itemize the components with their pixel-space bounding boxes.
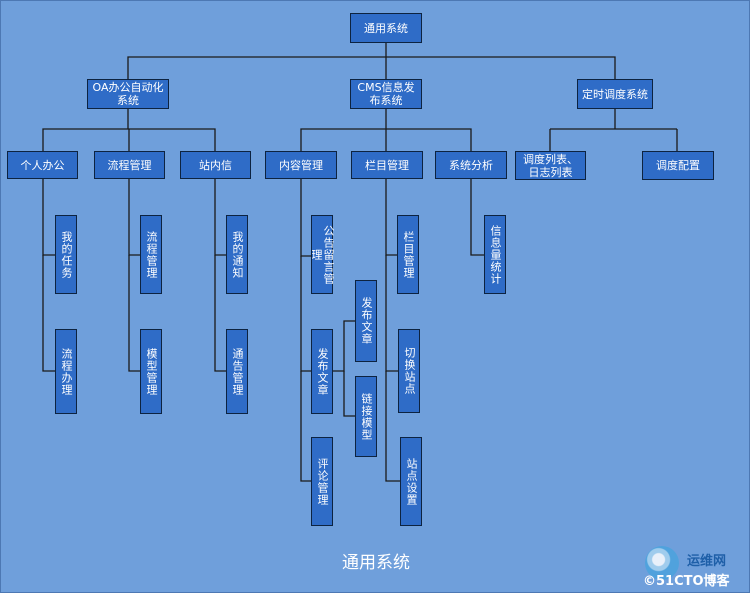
connector — [214, 179, 226, 256]
node-comment-manage: 评论管理 — [311, 437, 333, 526]
connector — [128, 255, 140, 372]
connector — [128, 179, 140, 256]
node-column-manage: 栏目管理 — [351, 151, 423, 179]
node-schedule-config: 调度配置 — [642, 151, 714, 180]
connector — [214, 255, 226, 372]
node-announcement-manage: 公告留言管理 — [310, 215, 335, 294]
connector — [333, 320, 355, 372]
node-cms-system: CMS信息发布系统 — [350, 79, 422, 109]
connector — [300, 371, 311, 482]
node-root: 通用系统 — [350, 13, 422, 43]
node-site-settings: 站点设置 — [400, 437, 422, 526]
node-publish-article-sub: 发布文章 — [355, 280, 377, 362]
connector — [343, 371, 355, 417]
node-content-manage: 内容管理 — [265, 151, 337, 179]
connector — [42, 179, 55, 256]
node-my-tasks: 我的任务 — [55, 215, 77, 294]
watermark: 运维网 ©51CTO博客 — [641, 546, 749, 590]
node-notice-manage: 通告管理 — [226, 329, 248, 414]
watermark-blog-name: ©51CTO博客 — [643, 574, 730, 589]
51cto-logo-icon — [645, 546, 679, 580]
node-flow-manage: 流程管理 — [140, 215, 162, 294]
node-workflow-manage: 流程管理 — [94, 151, 165, 179]
connector — [42, 255, 55, 372]
node-my-notice: 我的通知 — [226, 215, 248, 294]
diagram-caption: 通用系统 — [342, 553, 410, 573]
connector — [470, 179, 484, 256]
node-oa-system: OA办公自动化系统 — [87, 79, 169, 109]
node-info-stats: 信息量统计 — [484, 215, 506, 294]
node-flow-handle: 流程办理 — [55, 329, 77, 414]
node-internal-mail: 站内信 — [180, 151, 251, 179]
node-scheduler-system: 定时调度系统 — [577, 79, 653, 109]
node-model-manage: 模型管理 — [140, 329, 162, 414]
watermark-site-name: 运维网 — [687, 554, 727, 569]
node-personal-office: 个人办公 — [7, 151, 78, 179]
node-switch-site: 切换站点 — [398, 329, 420, 413]
node-publish-article: 发布文章 — [311, 329, 333, 414]
connector — [385, 371, 400, 482]
connector — [127, 56, 616, 79]
node-link-model: 链接模型 — [355, 376, 377, 457]
node-column-manage-leaf: 栏目管理 — [397, 215, 419, 294]
node-system-analysis: 系统分析 — [435, 151, 507, 179]
node-schedule-list: 调度列表、日志列表 — [515, 151, 586, 180]
connector — [385, 179, 397, 256]
